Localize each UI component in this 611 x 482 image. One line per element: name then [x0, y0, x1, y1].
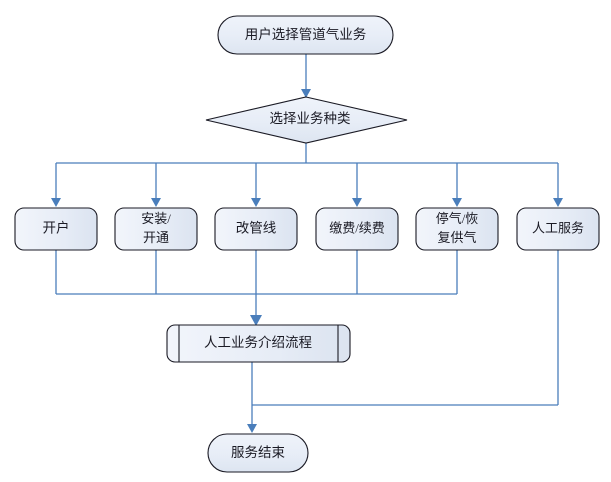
process-node[interactable]: 人工业务介绍流程	[166, 324, 351, 363]
conn-manual-service-to-end	[252, 250, 559, 406]
conn-process-to-end	[247, 362, 257, 433]
option-install-activate-label-line1: 安装/	[141, 211, 171, 226]
option-stop-resume-gas-label-line1: 停气/恢	[436, 211, 479, 226]
option-change-pipeline-label: 改管线	[236, 221, 277, 236]
option-open-account-label: 开户	[43, 220, 70, 236]
end-node[interactable]: 服务结束	[207, 433, 309, 473]
option-change-pipeline[interactable]: 改管线	[214, 207, 298, 251]
start-node[interactable]: 用户选择管道气业务	[217, 15, 394, 55]
option-open-account[interactable]: 开户	[14, 207, 98, 251]
conn-decision-to-options	[51, 143, 563, 207]
connector-layer	[51, 54, 563, 433]
decision-node[interactable]: 选择业务种类	[205, 96, 408, 144]
option-stop-resume-gas[interactable]: 停气/恢 复供气	[415, 207, 499, 251]
option-install-activate[interactable]: 安装/ 开通	[114, 207, 198, 251]
option-manual-service-label: 人工服务	[532, 220, 584, 235]
conn-start-to-decision	[301, 54, 311, 98]
option-stop-resume-gas-label-line2: 复供气	[437, 230, 476, 245]
end-node-label: 服务结束	[231, 445, 285, 460]
option-payment-renewal[interactable]: 缴费/续费	[315, 207, 399, 251]
conn-options-to-process	[55, 250, 458, 326]
option-payment-renewal-label: 缴费/续费	[329, 220, 385, 235]
start-node-label: 用户选择管道气业务	[245, 26, 367, 42]
process-node-label: 人工业务介绍流程	[204, 335, 312, 350]
decision-node-label: 选择业务种类	[270, 111, 351, 126]
option-install-activate-label-line2: 开通	[143, 230, 169, 245]
option-manual-service[interactable]: 人工服务	[516, 207, 600, 251]
